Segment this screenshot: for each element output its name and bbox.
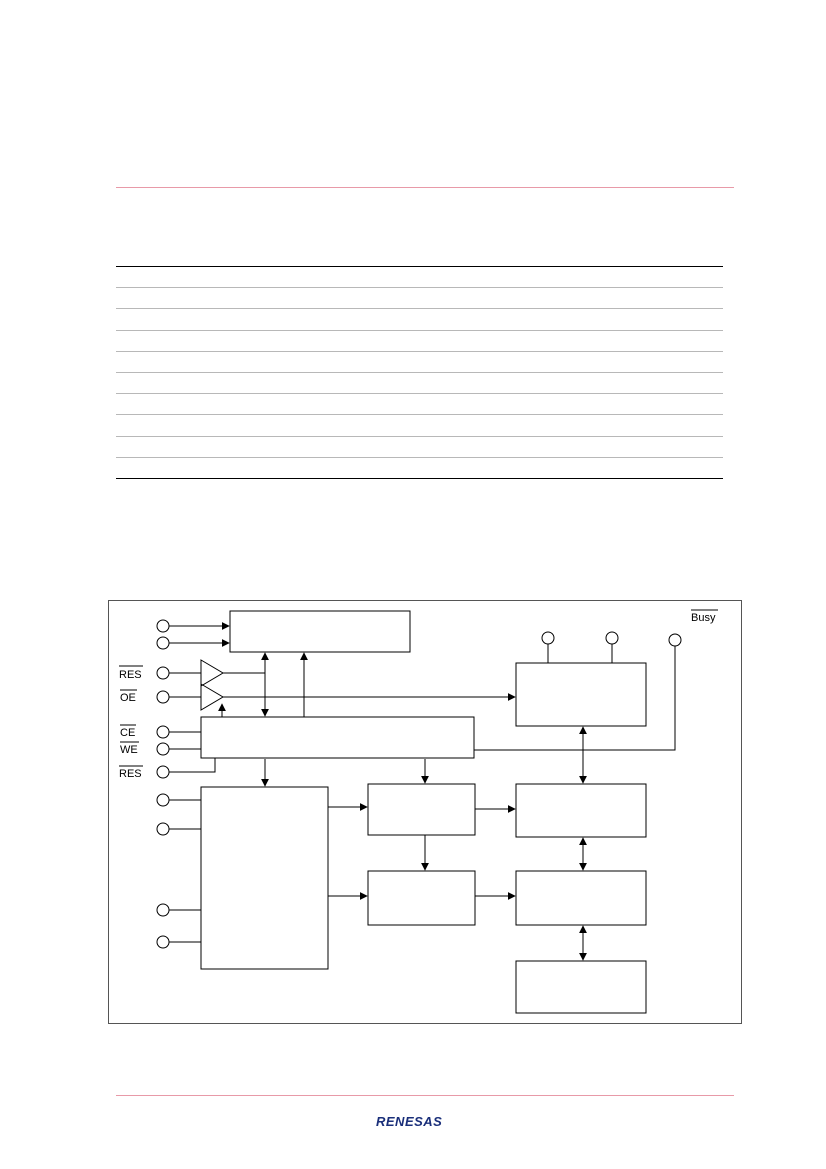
pin-pad-res	[156, 666, 170, 680]
pin-pad	[156, 822, 170, 836]
table-bottom-rule	[116, 478, 723, 479]
table-row-rule	[116, 393, 723, 394]
table-row-rule	[116, 287, 723, 288]
pin-pad-oe	[156, 690, 170, 704]
address-block	[200, 786, 329, 970]
table-row-rule	[116, 457, 723, 458]
io-buffer-block	[515, 960, 647, 1014]
power-pad	[541, 631, 555, 645]
control-logic-block	[200, 716, 475, 759]
y-decoder-block	[367, 870, 476, 926]
signal-label-res-2: RES	[119, 768, 142, 780]
table-row-rule	[116, 372, 723, 373]
block-diagram-frame	[108, 600, 742, 1024]
pin-pad-res-2	[156, 765, 170, 779]
power-pad	[605, 631, 619, 645]
memory-array-block	[515, 783, 647, 838]
pin-pad-ce	[156, 725, 170, 739]
x-decoder-block	[367, 783, 476, 836]
input-buffer-icon	[200, 683, 224, 711]
pin-pad	[156, 935, 170, 949]
busy-pad	[668, 633, 682, 647]
table-row-rule	[116, 351, 723, 352]
pin-pad	[156, 903, 170, 917]
pin-pad	[156, 636, 170, 650]
table-top-rule	[116, 266, 723, 267]
table-row-rule	[116, 436, 723, 437]
renesas-logo: RENESAS	[376, 1114, 442, 1129]
table-row-rule	[116, 308, 723, 309]
signal-label-busy: Busy	[691, 612, 716, 624]
header-rule	[116, 187, 734, 188]
voltage-block	[515, 662, 647, 727]
gate-block	[515, 870, 647, 926]
input-buffer-icon	[200, 659, 224, 687]
table-row-rule	[116, 330, 723, 331]
pin-pad	[156, 793, 170, 807]
signal-label-we: WE	[120, 744, 138, 756]
signal-label-res: RES	[119, 669, 142, 681]
footer-rule	[116, 1095, 734, 1096]
table-row-rule	[116, 414, 723, 415]
signal-label-oe: OE	[120, 692, 136, 704]
pin-pad	[156, 619, 170, 633]
signal-label-ce: CE	[120, 727, 135, 739]
top-register-block	[229, 610, 411, 653]
pin-pad-we	[156, 742, 170, 756]
